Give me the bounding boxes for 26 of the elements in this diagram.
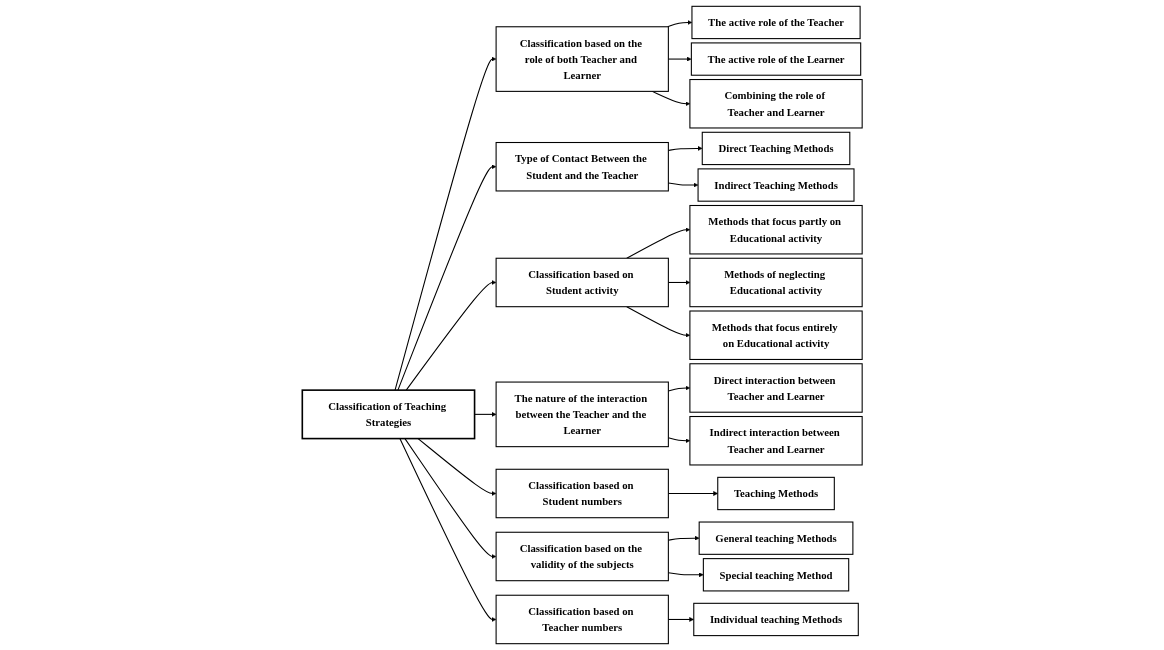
node-box: Classification based on the validity of the subjects [495,531,669,582]
node-box: Methods that focus partly on Educational activity [689,204,863,255]
node-box: Classification based on Teacher numbers [495,594,669,645]
arrow [666,20,692,28]
arrow [651,90,690,107]
node-box: Teaching Methods [717,476,835,511]
arrow [625,227,690,259]
node-box: Special teaching Method [702,558,849,592]
node-box: Individual teaching Methods [693,602,859,637]
node-box: General teaching Methods [698,521,854,555]
node-box: Indirect Teaching Methods [697,168,855,202]
node-box: Classification based on Student numbers [495,468,669,519]
node-box: Combining the role of Teacher and Learner [689,78,863,129]
node-box: Classification of Teaching Strategies [301,389,476,440]
node-box: Direct interaction between Teacher and Learner [689,363,863,413]
node-box: The active role of the Learner [690,42,861,76]
node-box: Classification based on Student activity [495,257,669,308]
node-box: Classification based on the role of both Teacher and Learner [495,26,669,92]
node-box: Indirect interaction between Teacher and Learner [689,415,863,466]
node-box: Type of Contact Between the Student and the Teacher [495,141,669,192]
node-box: The nature of the interaction between the Teacher and the Learner [495,381,669,448]
node-box: Direct Teaching Methods [701,131,851,166]
node-box: The active role of the Teacher [691,5,861,40]
node-box: Methods of neglecting Educational activity [689,257,863,308]
arrow [625,306,690,338]
node-box: Methods that focus entirely on Educational activity [689,310,863,360]
